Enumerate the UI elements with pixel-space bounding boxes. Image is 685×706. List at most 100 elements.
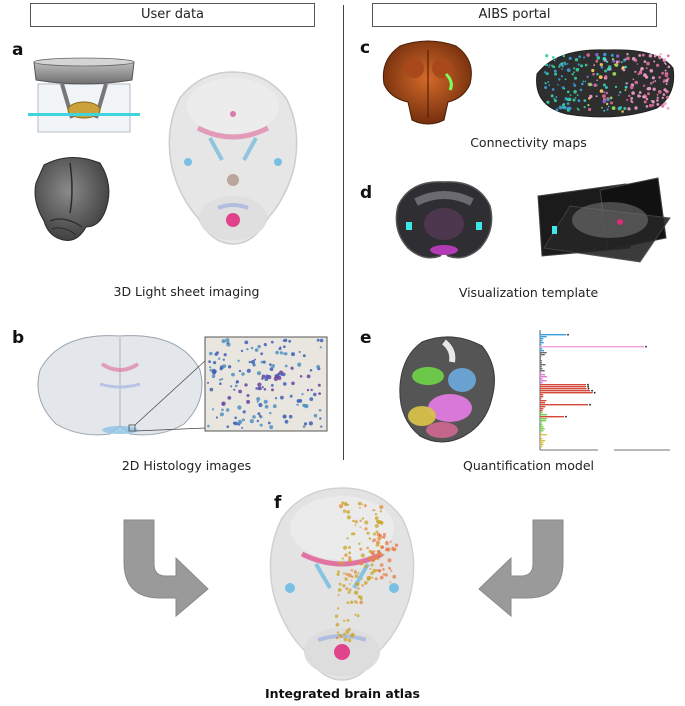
connectivity-point <box>645 105 649 108</box>
histology-cell <box>261 374 266 379</box>
connectivity-point <box>581 82 584 86</box>
connectivity-point <box>583 99 587 102</box>
histology-cell <box>226 342 229 345</box>
histology-cell <box>263 388 267 391</box>
connectivity-point <box>652 87 656 91</box>
bar-plot-bar <box>540 432 542 434</box>
connectivity-point <box>622 68 626 72</box>
histology-cell <box>263 399 268 404</box>
connectivity-point <box>550 94 554 98</box>
histology-cell <box>302 425 306 428</box>
bar-plot-bar <box>540 372 542 374</box>
connectivity-point <box>630 100 633 103</box>
bar-plot-bar <box>540 370 545 372</box>
atlas-overlay-point <box>348 551 352 555</box>
connectivity-point <box>577 108 580 111</box>
connectivity-point <box>564 63 567 66</box>
atlas-overlay-point <box>378 555 381 558</box>
histology-cell <box>219 412 224 417</box>
connectivity-point <box>561 68 563 70</box>
atlas-overlay-point <box>367 556 373 561</box>
connectivity-point <box>588 82 592 87</box>
atlas-overlay-point <box>382 535 386 539</box>
atlas-overlay-point <box>385 541 389 546</box>
histology-cell <box>279 370 284 375</box>
caption-integrated-atlas: Integrated brain atlas <box>265 686 420 701</box>
bar-plot-marker <box>587 383 589 386</box>
histology-cell <box>306 374 311 379</box>
connectivity-point <box>626 82 629 85</box>
atlas-overlay-point <box>373 550 376 553</box>
connectivity-point <box>662 80 665 83</box>
atlas-overlay-point <box>364 504 367 507</box>
caption-light-sheet: 3D Light sheet imaging <box>113 284 260 299</box>
quantification-bar-plot <box>539 330 670 451</box>
connectivity-point <box>656 99 659 102</box>
connectivity-point <box>599 63 603 67</box>
atlas-overlay-point <box>382 553 385 556</box>
atlas-overlay-point <box>375 513 378 516</box>
connectivity-point <box>622 66 625 69</box>
atlas-overlay-point <box>351 575 354 579</box>
atlas-overlay-point <box>356 614 360 618</box>
column-divider <box>343 5 344 460</box>
atlas-overlay-point <box>379 535 381 537</box>
histology-cell <box>241 418 245 422</box>
atlas-overlay-point <box>343 632 347 636</box>
histology-cell <box>263 343 267 347</box>
connectivity-point <box>558 105 563 110</box>
histology-cell <box>219 382 222 385</box>
connectivity-point <box>656 103 660 106</box>
connectivity-point <box>664 62 667 65</box>
bar-plot-bar <box>540 334 566 336</box>
bar-plot-bar <box>540 338 544 340</box>
histology-cell <box>218 357 221 360</box>
connectivity-point <box>648 104 653 108</box>
bar-plot-bar <box>540 390 591 392</box>
connectivity-point <box>661 96 664 99</box>
connectivity-point <box>657 90 662 94</box>
connectivity-point <box>574 58 579 62</box>
atlas-overlay-point <box>379 505 384 510</box>
panel-label-d: d <box>360 183 373 203</box>
atlas-overlay-point <box>359 547 363 551</box>
histology-cell <box>214 352 218 356</box>
connectivity-point <box>586 75 589 78</box>
histology-cell <box>298 351 301 353</box>
bar-plot-bar <box>540 342 544 344</box>
histology-cell <box>218 378 222 381</box>
atlas-overlay-point <box>347 638 352 643</box>
histology-cell <box>264 404 269 409</box>
atlas-overlay-point <box>377 536 382 541</box>
bar-plot-bar <box>540 442 544 444</box>
histology-cell <box>211 408 215 411</box>
atlas-overlay-point <box>379 552 382 556</box>
atlas-overlay-point <box>391 546 394 548</box>
atlas-overlay-point <box>394 543 399 547</box>
connectivity-point <box>602 97 606 101</box>
atlas-overlay-point <box>354 613 357 616</box>
curved-arrow-icon-right <box>478 519 564 618</box>
connectivity-point <box>553 69 557 73</box>
histology-cell <box>208 360 211 363</box>
connectivity-point <box>665 90 668 93</box>
panel-label-a: a <box>12 40 24 60</box>
atlas-overlay-point <box>340 561 344 565</box>
connectivity-point <box>647 92 650 96</box>
connectivity-point <box>558 65 561 68</box>
histology-cell <box>317 383 321 387</box>
histology-cell <box>301 393 304 396</box>
histology-cell <box>211 374 216 379</box>
atlas-overlay-point <box>358 542 361 545</box>
connectivity-point <box>626 98 629 101</box>
histology-cell <box>235 381 238 384</box>
connectivity-point <box>591 68 595 73</box>
bar-plot-bar <box>540 346 644 348</box>
atlas-overlay-point <box>345 629 350 634</box>
histology-cell <box>269 425 274 430</box>
atlas-overlay-point <box>336 607 340 610</box>
connectivity-point <box>642 53 645 57</box>
bar-plot-bar <box>540 418 547 420</box>
atlas-overlay-point <box>348 588 352 592</box>
atlas-overlay-point <box>337 588 342 592</box>
